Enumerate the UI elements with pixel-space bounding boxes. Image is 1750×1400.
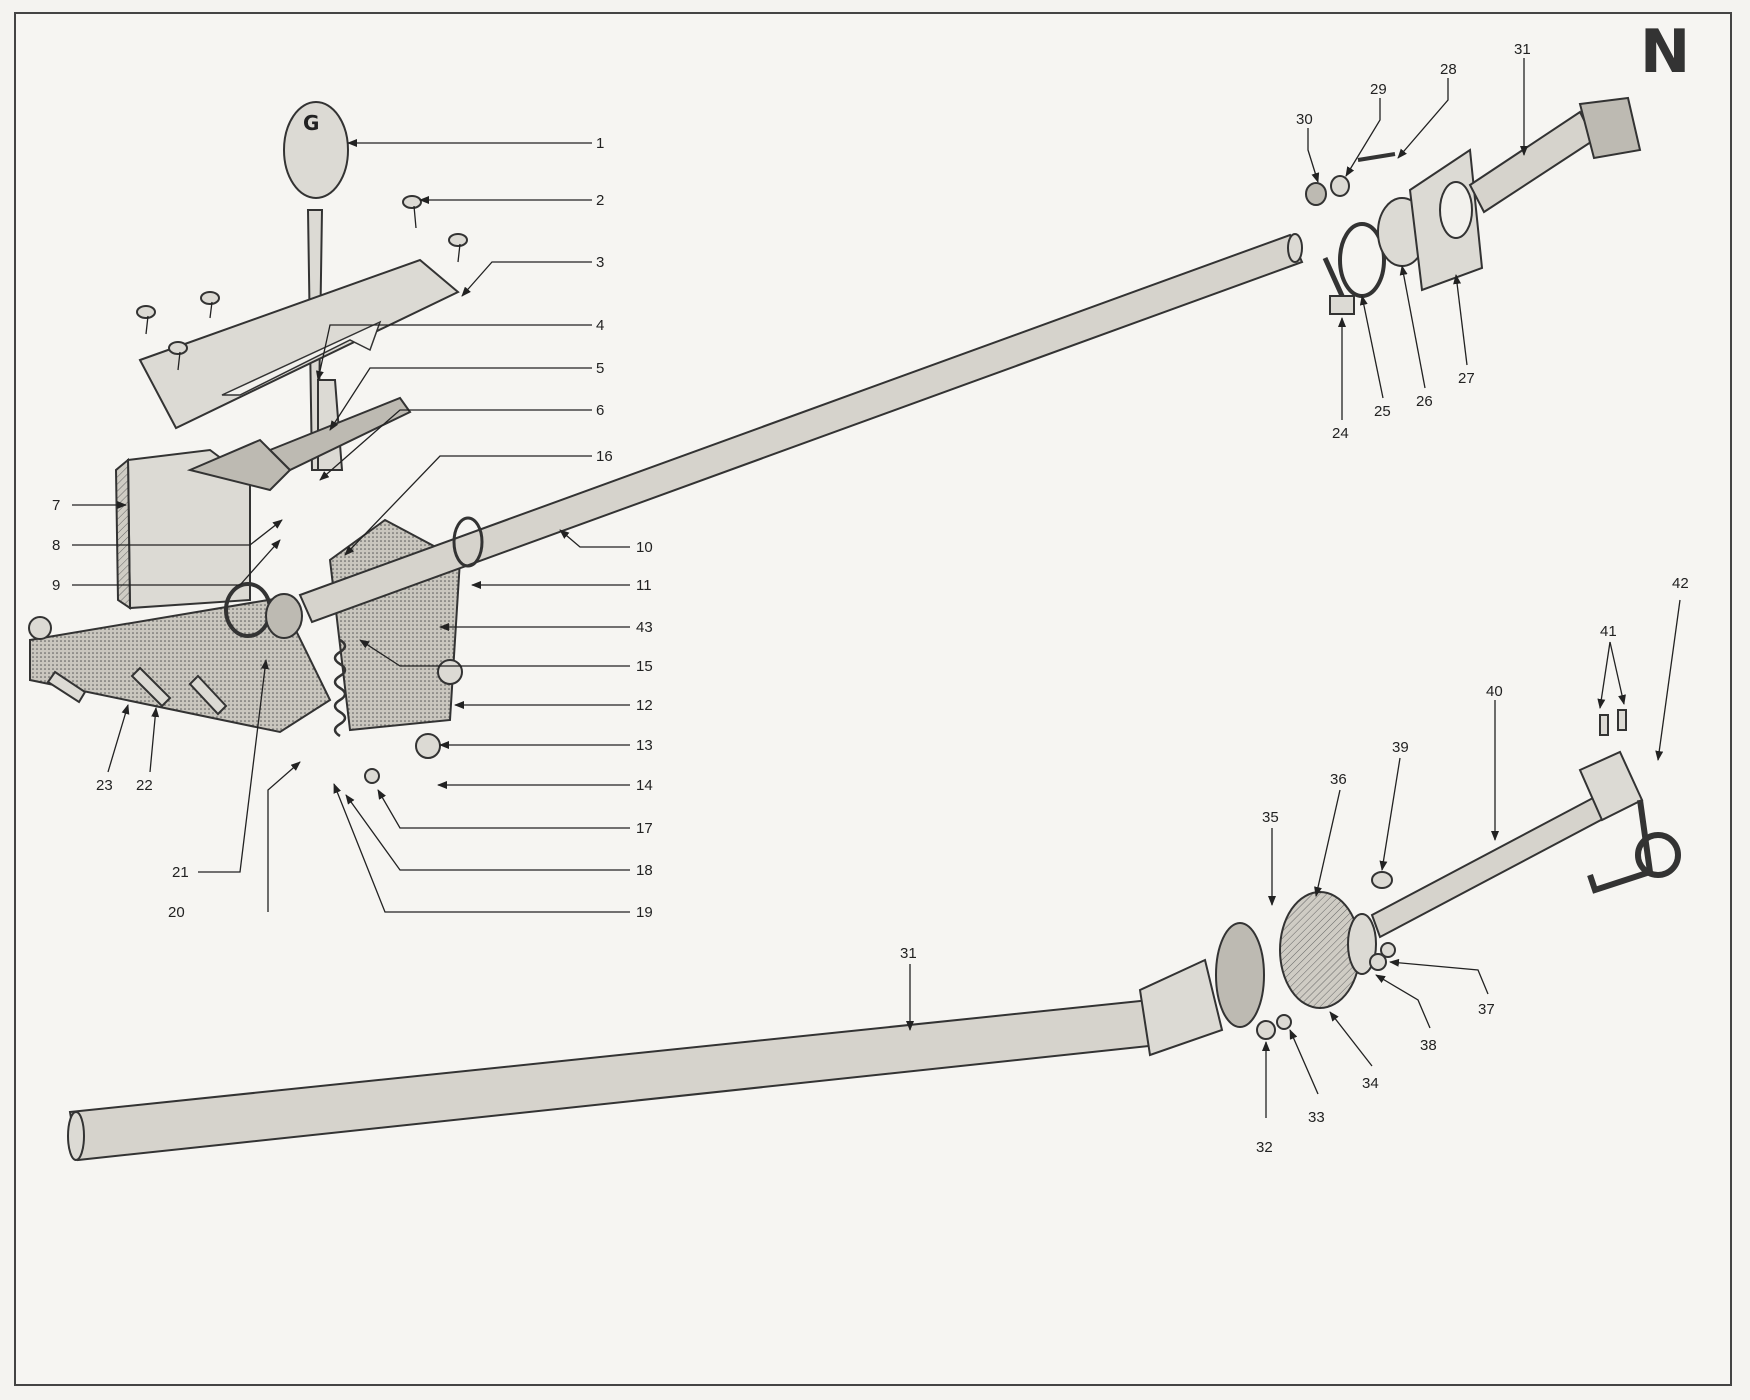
callout-37: 37 bbox=[1478, 1001, 1495, 1018]
selector-rod bbox=[298, 233, 1304, 624]
callout-9: 9 bbox=[52, 577, 60, 594]
washer-29 bbox=[1330, 175, 1350, 197]
callout-7: 7 bbox=[52, 497, 60, 514]
base-plate bbox=[29, 596, 332, 734]
callout-39: 39 bbox=[1392, 739, 1409, 756]
callout-13: 13 bbox=[636, 737, 653, 754]
rod-40-assembly bbox=[1370, 709, 1681, 939]
callout-30: 30 bbox=[1296, 111, 1313, 128]
gear-lever-assembly: G bbox=[283, 101, 349, 471]
callout-4: 4 bbox=[596, 317, 604, 334]
lever-arm bbox=[268, 396, 412, 472]
callout-31-upper: 31 bbox=[1514, 41, 1531, 58]
callout-1: 1 bbox=[596, 135, 604, 152]
gate-plate bbox=[138, 258, 460, 430]
stud-28 bbox=[1357, 152, 1396, 162]
callout-28: 28 bbox=[1440, 61, 1457, 78]
base-bolts bbox=[28, 616, 463, 784]
callout-25: 25 bbox=[1374, 403, 1391, 420]
gear-knob bbox=[283, 101, 349, 199]
callout-22: 22 bbox=[136, 777, 153, 794]
callout-18: 18 bbox=[636, 862, 653, 879]
callout-32: 32 bbox=[1256, 1139, 1273, 1156]
gate-screws bbox=[136, 195, 468, 371]
callout-11: 11 bbox=[636, 577, 652, 594]
callout-31-lower: 31 bbox=[900, 945, 917, 962]
callout-43: 43 bbox=[636, 619, 653, 636]
callout-38: 38 bbox=[1420, 1037, 1437, 1054]
lower-coupling bbox=[1138, 871, 1396, 1057]
callout-2: 2 bbox=[596, 192, 604, 209]
callout-33: 33 bbox=[1308, 1109, 1325, 1126]
callout-24: 24 bbox=[1332, 425, 1349, 442]
return-spring bbox=[333, 638, 347, 738]
callout-20: 20 bbox=[168, 904, 185, 921]
callout-34: 34 bbox=[1362, 1075, 1379, 1092]
circlip-ring bbox=[452, 516, 484, 568]
callout-3: 3 bbox=[596, 254, 604, 271]
callout-15: 15 bbox=[636, 658, 653, 675]
callout-6: 6 bbox=[596, 402, 604, 419]
nut-30 bbox=[1305, 182, 1327, 206]
callout-36: 36 bbox=[1330, 771, 1347, 788]
callout-16: 16 bbox=[596, 448, 613, 465]
upper-coupling bbox=[1305, 96, 1642, 298]
callout-21: 21 bbox=[172, 864, 189, 881]
upper-shaft-31 bbox=[1468, 110, 1596, 214]
bolt-24 bbox=[1322, 256, 1355, 315]
leader-lines bbox=[72, 58, 1681, 1118]
callout-27: 27 bbox=[1458, 370, 1475, 387]
callout-42: 42 bbox=[1672, 575, 1689, 592]
callout-14: 14 bbox=[636, 777, 653, 794]
callout-40: 40 bbox=[1486, 683, 1503, 700]
callout-19: 19 bbox=[636, 904, 653, 921]
selector-block bbox=[114, 438, 292, 610]
callout-17: 17 bbox=[636, 820, 653, 837]
callout-8: 8 bbox=[52, 537, 60, 554]
callout-23: 23 bbox=[96, 777, 113, 794]
callout-35: 35 bbox=[1262, 809, 1279, 826]
callout-29: 29 bbox=[1370, 81, 1387, 98]
callout-labels: 1 2 3 4 5 6 7 8 9 10 11 12 13 14 15 16 1… bbox=[52, 41, 1689, 1156]
callout-12: 12 bbox=[636, 697, 653, 714]
callout-5: 5 bbox=[596, 360, 604, 377]
sheet-letter: N bbox=[1640, 17, 1690, 87]
callout-41: 41 bbox=[1600, 623, 1617, 640]
lower-shaft-31 bbox=[68, 998, 1160, 1162]
callout-10: 10 bbox=[636, 539, 653, 556]
ring-collar bbox=[265, 593, 303, 639]
knob-text: G bbox=[303, 111, 319, 135]
callout-26: 26 bbox=[1416, 393, 1433, 410]
